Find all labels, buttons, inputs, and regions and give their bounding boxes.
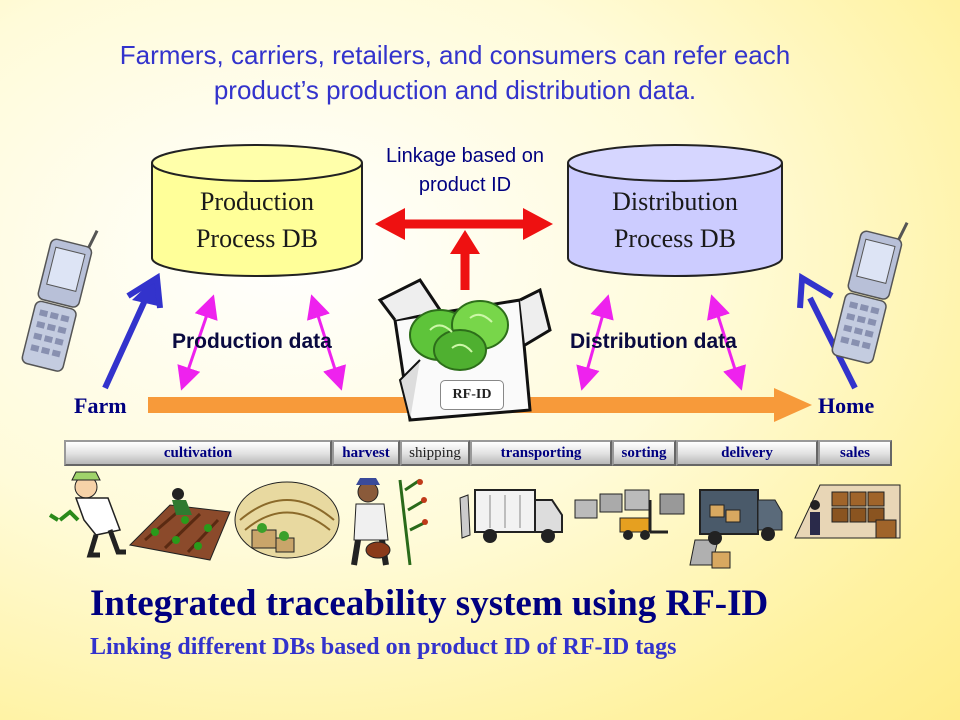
harvest-worker-icon — [351, 478, 428, 566]
field-icon — [234, 481, 340, 559]
linkage-arrow — [375, 208, 553, 290]
intro-text: Farmers, carriers, retailers, and consum… — [119, 40, 791, 105]
step-shipping: shipping — [400, 440, 470, 466]
farm-label: Farm — [74, 393, 127, 418]
distribution-db-label: Distribution Process DB — [575, 183, 775, 257]
warehouse-icon — [794, 484, 901, 539]
distribution-data-label: Distribution data — [570, 330, 737, 353]
step-transporting: transporting — [470, 440, 612, 466]
distribution-db-line1: Distribution — [612, 187, 738, 216]
production-db-cylinder — [151, 144, 363, 277]
rfid-tag: RF-ID — [440, 380, 504, 410]
step-sales: sales — [818, 440, 892, 466]
phone-access-arrows — [102, 272, 858, 390]
farmer-icon — [48, 471, 126, 558]
step-delivery: delivery — [676, 440, 818, 466]
home-label: Home — [818, 393, 875, 418]
linkage-label: Linkage based on product ID — [386, 145, 544, 196]
mobile-phone-icon — [21, 230, 99, 372]
production-db-label: Production Process DB — [157, 183, 357, 257]
delivery-van-icon — [689, 489, 783, 569]
forklift-icon — [574, 489, 685, 540]
step-sorting: sorting — [612, 440, 676, 466]
field-planting-icon — [128, 488, 231, 561]
production-db-line2: Process DB — [195, 224, 319, 253]
mobile-phone-icon — [831, 222, 909, 364]
data-arrows — [177, 294, 746, 391]
production-data-label: Production data — [172, 330, 332, 353]
distribution-db-line2: Process DB — [613, 224, 737, 253]
step-cultivation: cultivation — [64, 440, 332, 466]
subtitle: Linking different DBs based on product I… — [90, 634, 677, 660]
truck-icon — [459, 489, 563, 543]
main-title: Integrated traceability system using RF-… — [90, 583, 769, 624]
distribution-db-cylinder — [567, 144, 783, 277]
production-db-line1: Production — [199, 187, 315, 216]
step-harvest: harvest — [332, 440, 400, 466]
